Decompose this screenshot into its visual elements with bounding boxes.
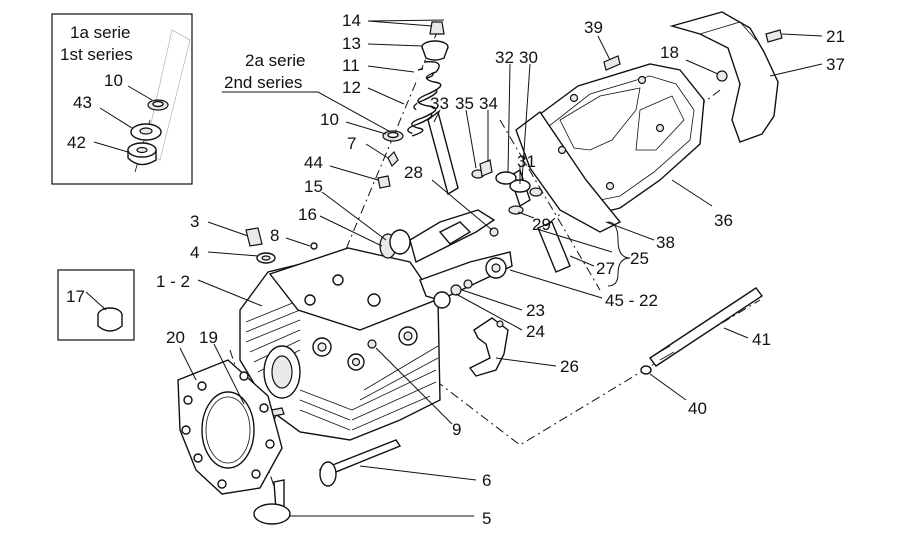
label-24: 24 [526,322,545,341]
second-series-heading: 2a serie 2nd series [222,51,397,136]
label-34: 34 [479,94,498,113]
pushrod-33 [427,110,459,196]
nut-29 [508,205,524,215]
label-41: 41 [752,330,771,349]
seal-32 [495,171,517,185]
label-32: 32 [495,48,514,67]
dowel-8 [310,242,318,250]
head-gasket [177,359,283,495]
screw-21 [765,29,783,43]
label-45-22: 45 - 22 [605,291,658,310]
cover-37 [669,11,779,143]
inset-title-line2: 1st series [60,45,133,64]
label-8: 8 [270,226,279,245]
inset-label-10: 10 [104,71,123,90]
label-44: 44 [304,153,323,172]
inset-frame [51,13,193,185]
plug-3 [245,227,263,247]
label-36: 36 [714,211,733,230]
label-29: 29 [532,215,551,234]
second-series-line2: 2nd series [224,73,302,92]
part-labels: 14 13 11 12 10 7 44 15 16 3 4 8 1 - 2 17… [66,11,845,528]
second-series-line1: 2a serie [245,51,305,70]
label-27: 27 [596,259,615,278]
label-10: 10 [320,110,339,129]
label-7: 7 [347,134,356,153]
valve-collets [429,21,445,35]
label-13: 13 [342,34,361,53]
rocker-arms [409,209,513,309]
spark-plug-parts [245,227,318,264]
long-stud [640,287,764,375]
label-9: 9 [452,420,461,439]
label-6: 6 [482,471,491,490]
label-40: 40 [688,399,707,418]
inset-label-42: 42 [67,133,86,152]
inset-first-series: 1a serie 1st series 10 43 42 [51,13,193,185]
label-31: 31 [517,152,536,171]
label-39: 39 [584,18,603,37]
label-20: 20 [166,328,185,347]
label-38: 38 [656,233,675,252]
label-26: 26 [560,357,579,376]
label-19: 19 [199,328,218,347]
valve-cover [515,55,705,233]
washer-40 [640,365,652,375]
label-18: 18 [660,43,679,62]
label-35: 35 [455,94,474,113]
label-12: 12 [342,78,361,97]
stud-41 [648,287,764,367]
label-25: 25 [630,249,649,268]
inset-label-43: 43 [73,93,92,112]
valve-springs [407,61,442,137]
valves [253,439,402,525]
label-11: 11 [342,56,360,75]
label-16: 16 [298,205,317,224]
label-1-2: 1 - 2 [156,272,190,291]
valve-guide-44 [377,175,391,189]
label-33: 33 [430,94,449,113]
leader-lines [179,19,823,517]
pushrods [427,110,571,273]
label-30: 30 [519,48,538,67]
label-5: 5 [482,509,491,528]
label-28: 28 [404,163,423,182]
rocker-shaft-end [379,229,411,259]
label-4: 4 [190,243,199,262]
label-17: 17 [66,287,85,306]
protective-cover [669,11,783,143]
label-37: 37 [826,55,845,74]
cover-gasket [515,110,622,233]
plug-9 [367,339,377,349]
tube-27 [537,221,571,273]
label-3: 3 [190,212,199,231]
bush-18 [716,70,728,82]
small-bolt-7 [387,150,399,168]
label-21: 21 [826,27,845,46]
part-17-box [57,269,135,341]
valve-spring-stack [377,21,449,189]
bracket-26 [468,317,509,377]
inset-title-line1: 1a serie [70,23,130,42]
label-14: 14 [342,11,361,30]
label-15: 15 [304,177,323,196]
label-23: 23 [526,301,545,320]
screw-39 [603,55,621,71]
